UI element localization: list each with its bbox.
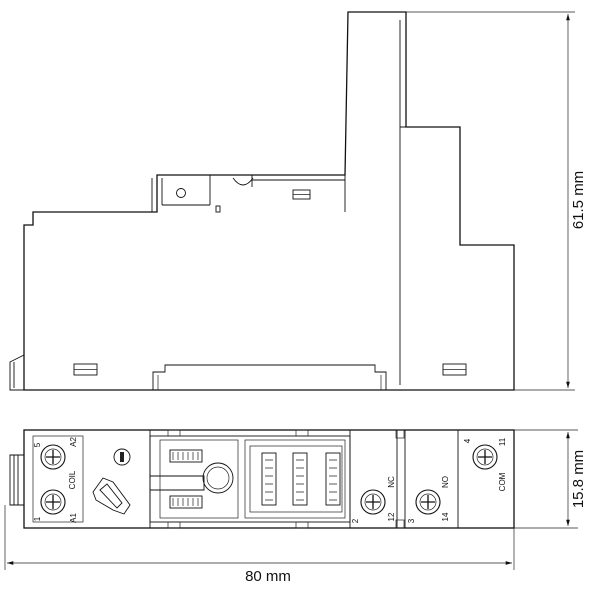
screw-terminal-11[interactable]	[472, 444, 498, 470]
label-coil: COIL	[68, 470, 77, 489]
left-latch	[9, 354, 25, 391]
release-lever	[92, 477, 131, 515]
label-14: 14	[441, 512, 450, 521]
label-1: 1	[33, 516, 42, 521]
clip-tab	[209, 175, 345, 205]
label-no: NO	[441, 476, 450, 488]
label-4: 4	[463, 438, 472, 443]
screw-terminal-12[interactable]	[360, 489, 386, 515]
height-dimension: 61.5 mm	[406, 11, 587, 391]
screw-terminal-a2[interactable]	[40, 444, 66, 470]
width-dimension: 80 mm	[4, 505, 515, 585]
side-view-outline	[23, 11, 515, 391]
label-11: 11	[498, 437, 507, 446]
side-view	[9, 11, 515, 391]
label-2: 2	[351, 518, 360, 523]
clip-notch	[232, 177, 254, 186]
label-a1: A1	[69, 513, 78, 523]
top-view-outline	[23, 429, 515, 529]
label-3: 3	[407, 518, 416, 523]
depth-label: 15.8 mm	[570, 450, 587, 508]
label-nc: NC	[387, 476, 396, 488]
label-5: 5	[33, 442, 42, 447]
label-com: COM	[498, 472, 507, 491]
led-indicator	[113, 448, 131, 466]
mounting-hole	[176, 188, 186, 198]
terminal-labels: 5 A2 COIL 1 A1 NC 2 12 3 NO 14 4 11 COM	[33, 437, 507, 524]
height-label: 61.5 mm	[570, 171, 587, 229]
retainer-ring	[202, 462, 234, 494]
depth-dimension: 15.8 mm	[514, 429, 587, 529]
side-view-detail-lines	[151, 20, 406, 385]
relay-bay	[149, 435, 351, 523]
din-rail-cutout	[152, 364, 387, 390]
screw-terminal-14[interactable]	[415, 489, 441, 515]
screw-terminal-a1[interactable]	[40, 489, 66, 515]
small-slot	[215, 205, 221, 213]
top-left-clip	[9, 454, 24, 506]
top-view	[9, 429, 515, 529]
width-label: 80 mm	[245, 568, 291, 585]
label-12: 12	[387, 512, 396, 521]
label-a2: A2	[69, 437, 78, 447]
relay-pin-blocks	[169, 449, 341, 509]
